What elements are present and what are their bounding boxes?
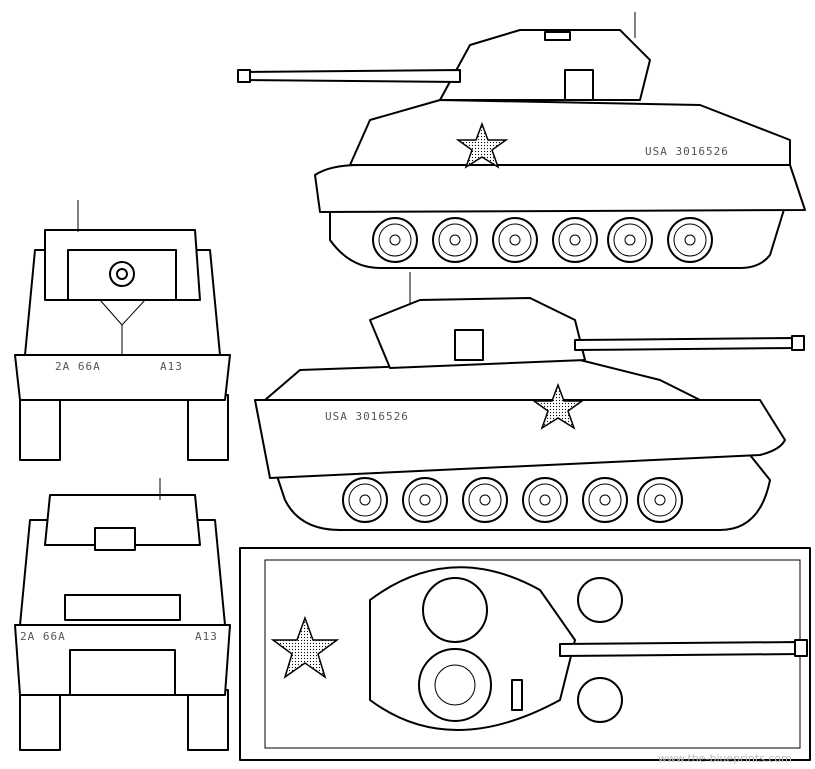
loader-hatch xyxy=(418,648,492,722)
gun-barrel xyxy=(574,337,796,351)
star-insignia xyxy=(270,615,340,679)
road-wheel xyxy=(438,223,472,257)
gun-barrel xyxy=(559,641,801,657)
road-wheel xyxy=(342,477,388,523)
road-wheel xyxy=(408,483,442,517)
lower-hull xyxy=(314,164,806,213)
codriver-hatch xyxy=(577,677,623,723)
left-track xyxy=(19,689,61,751)
road-wheel xyxy=(359,494,371,506)
upper-hull xyxy=(349,99,791,166)
road-wheel xyxy=(582,477,628,523)
road-wheel xyxy=(479,494,491,506)
road-wheel xyxy=(402,477,448,523)
left-track xyxy=(19,394,61,461)
right-track xyxy=(187,689,229,751)
road-wheel xyxy=(468,483,502,517)
road-wheel xyxy=(498,223,532,257)
road-wheel xyxy=(607,217,653,263)
star-insignia xyxy=(531,382,585,430)
rear-view: 2A 66A A13 xyxy=(14,478,231,751)
serial-marking: USA 3016526 xyxy=(325,410,409,423)
serial-marking: USA 3016526 xyxy=(645,145,729,158)
road-wheel xyxy=(372,217,418,263)
upper-hull xyxy=(264,359,701,401)
exhaust-deflector xyxy=(69,649,176,696)
road-wheel xyxy=(539,494,551,506)
road-wheel xyxy=(492,217,538,263)
hull-front xyxy=(14,354,231,401)
rear-plate xyxy=(64,594,181,621)
gun-barrel xyxy=(244,69,461,83)
turret-door xyxy=(564,69,594,101)
side-view-left: USA 3016526 xyxy=(237,12,806,269)
muzzle xyxy=(794,639,808,657)
road-wheel xyxy=(348,483,382,517)
road-wheel xyxy=(588,483,622,517)
road-wheel xyxy=(599,494,611,506)
watermark: www.the-blueprints.com xyxy=(658,752,792,765)
road-wheels xyxy=(372,217,713,263)
road-wheel xyxy=(684,234,696,246)
muzzle xyxy=(791,335,805,351)
right-track xyxy=(187,394,229,461)
muzzle xyxy=(237,69,251,83)
rear-marking-right: A13 xyxy=(195,630,218,643)
top-view: www.the-blueprints.com xyxy=(239,547,811,765)
road-wheel xyxy=(673,223,707,257)
front-view: 2A 66A A13 xyxy=(14,200,231,461)
road-wheel xyxy=(419,494,431,506)
turret xyxy=(44,494,201,546)
road-wheel xyxy=(432,217,478,263)
road-wheel xyxy=(624,234,636,246)
hatch xyxy=(544,31,571,41)
road-wheel xyxy=(654,494,666,506)
stowage-box xyxy=(94,527,136,551)
road-wheel xyxy=(509,234,521,246)
commander-hatch xyxy=(422,577,488,643)
lower-hull xyxy=(254,399,786,479)
road-wheel xyxy=(558,223,592,257)
driver-hatch xyxy=(577,577,623,623)
road-wheel xyxy=(449,234,461,246)
road-wheel xyxy=(667,217,713,263)
front-marking-left: 2A 66A xyxy=(55,360,101,373)
road-wheel xyxy=(378,223,412,257)
road-wheel xyxy=(522,477,568,523)
rear-marking-left: 2A 66A xyxy=(20,630,66,643)
road-wheel xyxy=(528,483,562,517)
road-wheel xyxy=(569,234,581,246)
turret xyxy=(439,29,651,101)
road-wheel xyxy=(613,223,647,257)
road-wheel xyxy=(389,234,401,246)
turret-door xyxy=(454,329,484,361)
periscope xyxy=(511,679,523,711)
star-insignia xyxy=(455,121,509,169)
road-wheel xyxy=(637,477,683,523)
front-marking-right: A13 xyxy=(160,360,183,373)
road-wheels xyxy=(342,477,683,523)
road-wheel xyxy=(552,217,598,263)
side-view-right: USA 3016526 xyxy=(254,272,805,531)
road-wheel xyxy=(643,483,677,517)
road-wheel xyxy=(462,477,508,523)
